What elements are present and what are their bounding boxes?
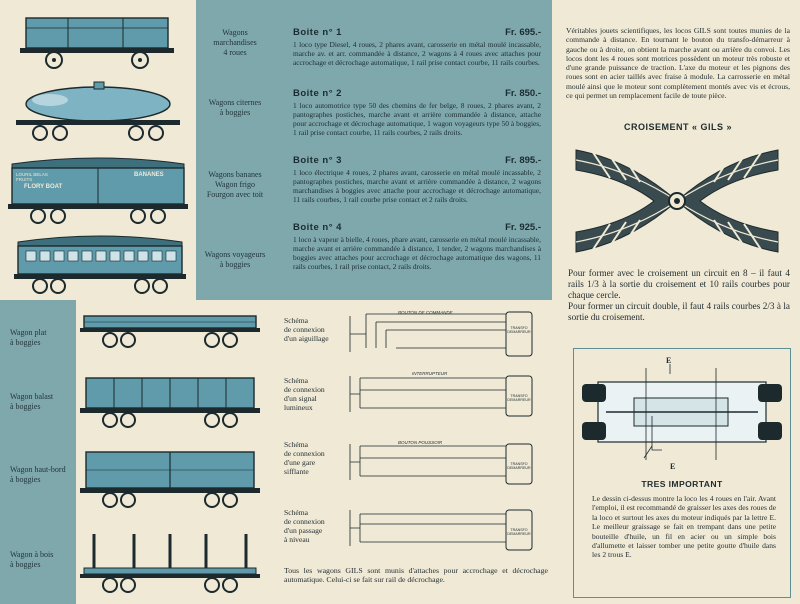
schema-label-gare: Schéma de connexion d'une gare sifflante [284, 440, 325, 476]
boite-4-price: Fr. 925.- [505, 222, 541, 233]
wagon-label-timber: Wagon à bois à boggies [10, 550, 54, 569]
wagon-label-highside: Wagon haut-bord à boggies [10, 465, 66, 484]
tank-wagon-illustration [16, 81, 180, 141]
boite-1-price: Fr. 695.- [505, 27, 541, 38]
wagon-label-goods: Wagons marchandises 4 roues [213, 28, 257, 57]
boite-2-text: 1 loco automotrice type 50 des chemins d… [293, 101, 541, 137]
croisement-text-2: Pour former un circuit double, il faut 4… [568, 301, 790, 323]
footer-note: Tous les wagons GILS sont munis d'attach… [284, 566, 548, 585]
schema-diagram-passage [349, 509, 533, 551]
boite-2: Boite n° 2 Fr. 850.- 1 loco automotrice … [293, 88, 541, 137]
important-title: TRES IMPORTANT [641, 479, 723, 489]
boite-1: Boite n° 1 Fr. 695.- 1 loco type Diesel,… [293, 27, 541, 67]
label-e-top: E [666, 356, 672, 365]
flat-wagon-illustration [80, 315, 260, 348]
wagon-label-tank: Wagons citernes à boggies [208, 98, 262, 117]
wagon-label-passenger: Wagons voyageurs à boggies [204, 250, 266, 269]
intro-text: Véritables jouets scientifiques, les loc… [566, 26, 790, 101]
boite-3: Boite n° 3 Fr. 895.- 1 loco électrique 4… [293, 155, 541, 204]
croisement-title: CROISEMENT « GILS » [623, 122, 733, 132]
boite-3-price: Fr. 895.- [505, 155, 541, 166]
croisement-text-1: Pour former avec le croisement un circui… [568, 268, 790, 301]
wagon-label-flat: Wagon plat à boggies [10, 328, 47, 347]
banana-left-marking: LOURIL BELAS FRUITS [16, 172, 48, 182]
schema-diagram-signal [349, 375, 533, 417]
boite-2-price: Fr. 850.- [505, 88, 541, 99]
schema-diagram-aiguillage [349, 311, 533, 357]
wagon-label-banana: Wagons bananes Wagon frigo Fourgon avec … [206, 170, 264, 199]
croisement-crossing-illustration [575, 147, 779, 255]
loco-underside-diagram [582, 364, 782, 460]
schema-label-signal: Schéma de connexion d'un signal lumineux [284, 376, 325, 412]
schema-label-aiguillage: Schéma de connexion d'un aiguillage [284, 316, 329, 343]
wagon-label-strip-top [196, 0, 274, 300]
boite-4: Boite n° 4 Fr. 925.- 1 loco à vapeur à b… [293, 222, 541, 271]
schema-label-passage: Schéma de connexion d'un passage à nivea… [284, 508, 325, 544]
boite-4-title: Boite n° 4 [293, 222, 342, 233]
ballast-wagon-illustration [80, 377, 260, 428]
banana-fyffes-marking: FLORY BOAT [24, 184, 63, 190]
banana-right-marking: BANANES [134, 172, 164, 178]
boite-2-title: Boite n° 2 [293, 88, 342, 99]
boite-1-title: Boite n° 1 [293, 27, 342, 38]
banana-van-illustration [8, 157, 188, 224]
goods-wagon-illustration [20, 17, 174, 69]
important-text: Le dessin ci-dessus montre la loco les 4… [592, 494, 776, 560]
transfo-box-4: TRANSFO DEMARREUR [507, 528, 531, 536]
boite-3-title: Boite n° 3 [293, 155, 342, 166]
wagon-label-ballast: Wagon balast à boggies [10, 392, 54, 411]
schema-tag-signal: INTERRUPTEUR [412, 371, 448, 376]
teal-panel-bottom-left [0, 300, 76, 604]
boite-3-text: 1 loco électrique 4 roues, 2 phares avan… [293, 168, 541, 204]
boite-1-text: 1 loco type Diesel, 4 roues, 2 phares av… [293, 40, 541, 67]
boite-4-text: 1 loco à vapeur à bielle, 4 roues, phare… [293, 235, 541, 271]
transfo-box-1: TRANSFO DEMARREUR [507, 326, 531, 334]
transfo-box-3: TRANSFO DEMARREUR [507, 462, 531, 470]
schema-tag-gare: BOUTON POUSSOIR [398, 440, 443, 445]
timber-wagon-illustration [80, 534, 260, 593]
highside-wagon-illustration [80, 451, 260, 508]
schema-tag-aiguillage: BOUTON DE COMMANDE [398, 310, 453, 315]
label-e-bottom: E [670, 462, 676, 471]
schema-diagram-gare [349, 443, 533, 485]
transfo-box-2: TRANSFO DEMARREUR [507, 394, 531, 402]
wagon-illustrations-top: LOURIL BELAS FRUITS FLORY BOAT BANANES [0, 0, 196, 300]
passenger-coach-illustration [14, 235, 186, 294]
